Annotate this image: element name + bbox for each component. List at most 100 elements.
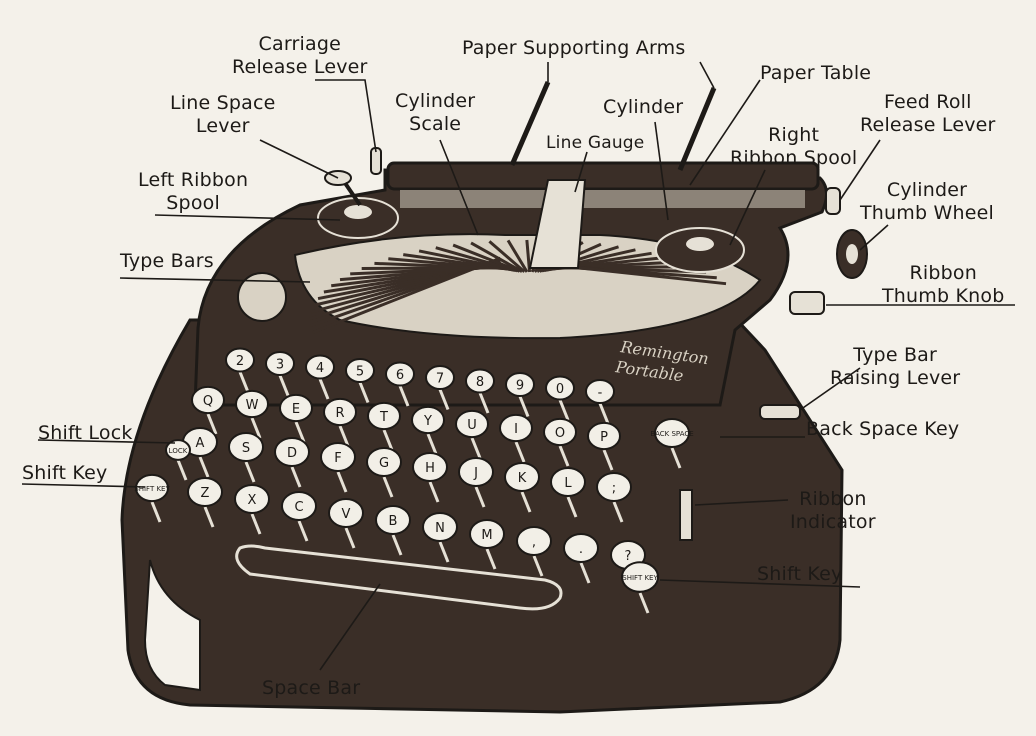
- shift-lock-key[interactable]: LOCK: [165, 439, 191, 481]
- key-3-8[interactable]: .: [563, 533, 599, 584]
- key-1-3[interactable]: R: [323, 397, 357, 447]
- key-label: 0: [556, 382, 564, 397]
- key-label: O: [555, 426, 565, 441]
- key-2-9[interactable]: ;: [596, 472, 632, 523]
- key-0-5[interactable]: 7: [425, 365, 455, 411]
- key-0-9[interactable]: -: [585, 379, 615, 425]
- ribbon-thumb-knob: [789, 291, 825, 315]
- key-label: 8: [476, 375, 484, 390]
- label-line: Indicator: [790, 511, 876, 533]
- type-bar: [452, 243, 521, 273]
- type-bar: [525, 239, 532, 273]
- key-label: H: [425, 461, 435, 476]
- label-line: Ribbon: [909, 262, 977, 284]
- key-0-4[interactable]: 6: [385, 361, 415, 407]
- label-shift-key-right: Shift Key: [757, 563, 843, 585]
- carriage: [386, 161, 820, 191]
- label-right-ribbon-spool: Right Ribbon Spool: [730, 124, 857, 170]
- key-2-5[interactable]: H: [412, 452, 448, 503]
- key-3-3[interactable]: V: [328, 498, 364, 549]
- key-label: I: [514, 422, 518, 437]
- key-0-2[interactable]: 4: [305, 354, 335, 400]
- label-paper-table: Paper Table: [760, 62, 872, 84]
- key-3-4[interactable]: B: [375, 505, 411, 556]
- paper-arm-left: [509, 81, 551, 166]
- key-1-8[interactable]: O: [543, 417, 577, 467]
- key-0-8[interactable]: 0: [545, 375, 575, 421]
- key-1-5[interactable]: Y: [411, 405, 445, 455]
- key-label: BACK SPACE: [650, 430, 693, 438]
- key-0-0[interactable]: 2: [225, 347, 255, 393]
- emblem-icon: [237, 272, 287, 322]
- label-cylinder: Cylinder: [603, 96, 684, 118]
- key-1-7[interactable]: I: [499, 413, 533, 463]
- key-label: F: [334, 451, 341, 466]
- key-1-1[interactable]: W: [235, 389, 269, 439]
- key-2-1[interactable]: S: [228, 432, 264, 483]
- label-line: Scale: [409, 113, 462, 135]
- key-2-6[interactable]: J: [458, 457, 494, 508]
- key-3-1[interactable]: X: [234, 484, 270, 535]
- key-2-3[interactable]: F: [320, 442, 356, 493]
- label-line: Type Bar: [853, 344, 938, 366]
- paper-arm-right: [677, 87, 717, 171]
- key-label: P: [600, 430, 608, 445]
- key-label: N: [435, 521, 445, 536]
- key-1-9[interactable]: P: [587, 421, 621, 471]
- label-line: Raising Lever: [830, 367, 961, 389]
- key-3-7[interactable]: ,: [516, 526, 552, 577]
- type-bar: [556, 263, 727, 286]
- key-label: SHIFT KEY: [134, 485, 170, 493]
- base-front-panel: [143, 559, 201, 692]
- shift-key-left[interactable]: SHIFT KEY: [134, 473, 170, 523]
- label-line: Thumb Knob: [882, 285, 1005, 307]
- label-back-space-key: Back Space Key: [806, 418, 960, 440]
- key-label: K: [518, 471, 527, 486]
- key-0-6[interactable]: 8: [465, 368, 495, 414]
- key-1-4[interactable]: T: [367, 401, 401, 451]
- label-type-bars: Type Bars: [120, 250, 214, 272]
- label-line: Feed Roll: [883, 91, 972, 113]
- type-bar: [488, 240, 526, 273]
- right-ribbon-spool: [655, 227, 745, 273]
- label-line: Ribbon: [799, 488, 867, 510]
- key-label: J: [473, 466, 478, 481]
- key-3-2[interactable]: C: [281, 491, 317, 542]
- key-label: A: [196, 436, 205, 451]
- back-space-key[interactable]: BACK SPACE: [650, 418, 694, 469]
- key-1-2[interactable]: E: [279, 393, 313, 443]
- label-cylinder-scale: Cylinder Scale: [395, 90, 475, 136]
- key-label: 5: [356, 365, 364, 380]
- key-3-5[interactable]: N: [422, 512, 458, 563]
- shift-key-right[interactable]: SHIFT KEY: [621, 561, 659, 614]
- key-label: .: [579, 542, 583, 557]
- key-2-4[interactable]: G: [366, 447, 402, 498]
- key-label: Y: [423, 414, 432, 429]
- key-label: V: [342, 507, 351, 522]
- label-space-bar: Space Bar: [262, 677, 361, 699]
- key-1-6[interactable]: U: [455, 409, 489, 459]
- label-line-gauge: Line Gauge: [546, 133, 645, 153]
- key-label: ?: [625, 549, 632, 564]
- label-left-ribbon-spool: Left Ribbon Spool: [138, 169, 248, 215]
- key-0-3[interactable]: 5: [345, 358, 375, 404]
- type-bar: [506, 239, 529, 273]
- key-label: -: [598, 386, 603, 401]
- label-shift-key-left: Shift Key: [22, 462, 108, 484]
- key-label: ;: [612, 481, 616, 496]
- key-label: E: [292, 402, 300, 417]
- key-label: 6: [396, 368, 404, 383]
- label-line-space-lever: Line Space Lever: [170, 92, 276, 138]
- key-2-8[interactable]: L: [550, 467, 586, 518]
- key-0-1[interactable]: 3: [265, 351, 295, 397]
- key-2-7[interactable]: K: [504, 462, 540, 513]
- key-1-0[interactable]: Q: [191, 385, 225, 435]
- label-line: Spool: [166, 192, 220, 214]
- key-3-0[interactable]: Z: [187, 477, 223, 528]
- key-3-6[interactable]: M: [469, 519, 505, 570]
- key-label: 9: [516, 379, 524, 394]
- label-ribbon-thumb-knob: Ribbon Thumb Knob: [882, 262, 1005, 308]
- key-2-2[interactable]: D: [274, 437, 310, 488]
- key-0-7[interactable]: 9: [505, 372, 535, 418]
